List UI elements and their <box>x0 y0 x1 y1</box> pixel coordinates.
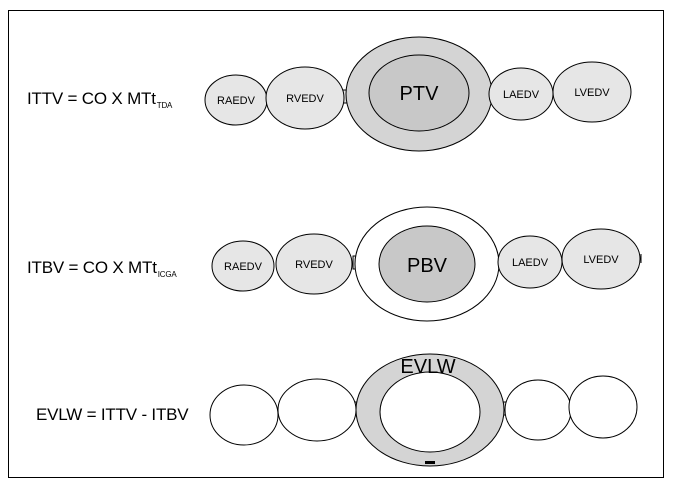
equation-itbv-main: ITBV = CO X MTt <box>27 258 157 277</box>
chamber-empty-1 <box>209 384 279 446</box>
chamber-rvedv-itbv <box>275 233 353 295</box>
tick-mark-bottom <box>425 461 435 464</box>
label-raedv-ittv: RAEDV <box>217 95 256 107</box>
label-raedv-itbv: RAEDV <box>224 261 263 273</box>
row-ittv-diagram: RAEDV RVEDV PTV LAEDV LVEDV <box>204 36 632 152</box>
equation-ittv: ITTV = CO X MTtTDA <box>27 89 173 110</box>
label-evlw-ring: EVLW <box>400 356 455 378</box>
label-rvedv-itbv: RVEDV <box>295 259 333 271</box>
equation-ittv-subscript: TDA <box>156 101 173 110</box>
center-pbv <box>378 225 476 303</box>
chamber-lvedv-ittv <box>552 61 632 123</box>
label-lvedv-ittv: LVEDV <box>574 87 610 99</box>
equation-ittv-main: ITTV = CO X MTt <box>27 89 156 108</box>
chamber-lvedv-itbv <box>561 228 641 290</box>
label-laedv-ittv: LAEDV <box>503 89 540 101</box>
center-ptv <box>368 54 470 132</box>
chamber-empty-4 <box>568 375 638 439</box>
row-evlw-diagram: EVLW <box>209 353 638 467</box>
equation-evlw-main: EVLW = ITTV - ITBV <box>36 405 189 424</box>
chamber-empty-2 <box>277 378 357 442</box>
chamber-rvedv-ittv <box>265 66 345 130</box>
chamber-empty-3 <box>504 379 572 441</box>
row-itbv-diagram: RAEDV RVEDV PBV LAEDV LVEDV <box>211 206 642 322</box>
chamber-raedv-itbv <box>211 240 275 292</box>
label-lvedv-itbv: LVEDV <box>583 254 619 266</box>
label-laedv-itbv: LAEDV <box>512 257 549 269</box>
equation-itbv: ITBV = CO X MTtICGA <box>27 258 177 279</box>
label-pbv: PBV <box>407 255 448 277</box>
equation-evlw: EVLW = ITTV - ITBV <box>36 405 189 425</box>
equation-itbv-subscript: ICGA <box>157 270 177 279</box>
label-ptv: PTV <box>400 83 440 105</box>
label-rvedv-ittv: RVEDV <box>286 93 324 105</box>
center-evlw-empty <box>379 371 481 453</box>
